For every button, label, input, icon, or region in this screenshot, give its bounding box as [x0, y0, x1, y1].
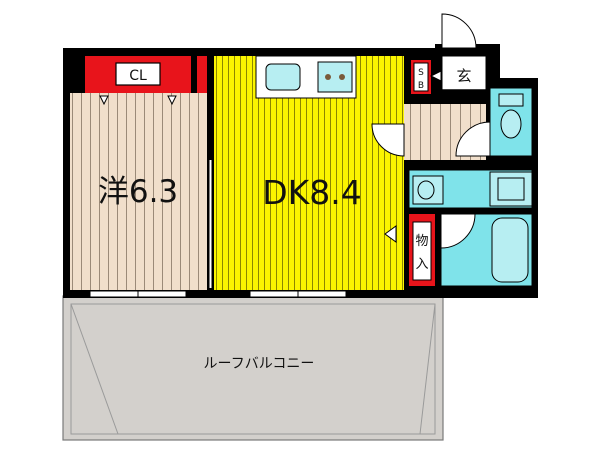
balcony-area — [62, 295, 444, 441]
closet-door-mark — [99, 95, 109, 106]
shoe-box-label-top: S — [418, 68, 424, 78]
washbasin-bowl — [417, 180, 435, 200]
stove-burner — [339, 74, 345, 80]
partition-wall-top — [197, 56, 207, 93]
stove-burner — [325, 74, 331, 80]
toilet-bowl — [500, 109, 522, 139]
shoe-box-label-bottom: B — [418, 81, 424, 91]
shoe-box-label-box — [413, 62, 429, 92]
door-triangle-mark — [384, 225, 397, 243]
bathroom-door-swing — [440, 213, 476, 249]
kitchen-stove — [317, 61, 353, 93]
western-room-label: 洋6.3 — [98, 174, 178, 210]
kitchen-sink — [265, 63, 301, 91]
balcony-label: ルーフバルコニー — [204, 356, 315, 372]
door-triangle-mark — [429, 70, 442, 82]
western-room-floor — [70, 93, 207, 290]
entrance-label: 玄 — [456, 67, 471, 85]
balcony-corner-line — [419, 303, 436, 435]
closet-door-mark — [167, 95, 177, 106]
closet-label-box — [115, 62, 161, 86]
entrance-door-swing — [441, 13, 477, 49]
balcony-corner-line — [70, 303, 119, 435]
toilet-door-swing — [455, 121, 491, 157]
balcony-inner-outline — [70, 303, 436, 435]
storage-label-bottom: 入 — [415, 257, 428, 272]
entrance-floor — [441, 55, 487, 91]
dk-room-label: DK8.4 — [262, 173, 362, 212]
storage-label-box — [412, 221, 432, 281]
dk-door-swing — [371, 123, 405, 157]
bathtub — [491, 217, 529, 283]
storage-label-top: 物 — [415, 234, 428, 249]
closet-label: CL — [129, 68, 147, 84]
washing-machine-inner — [497, 177, 525, 201]
toilet-tank — [498, 93, 524, 107]
